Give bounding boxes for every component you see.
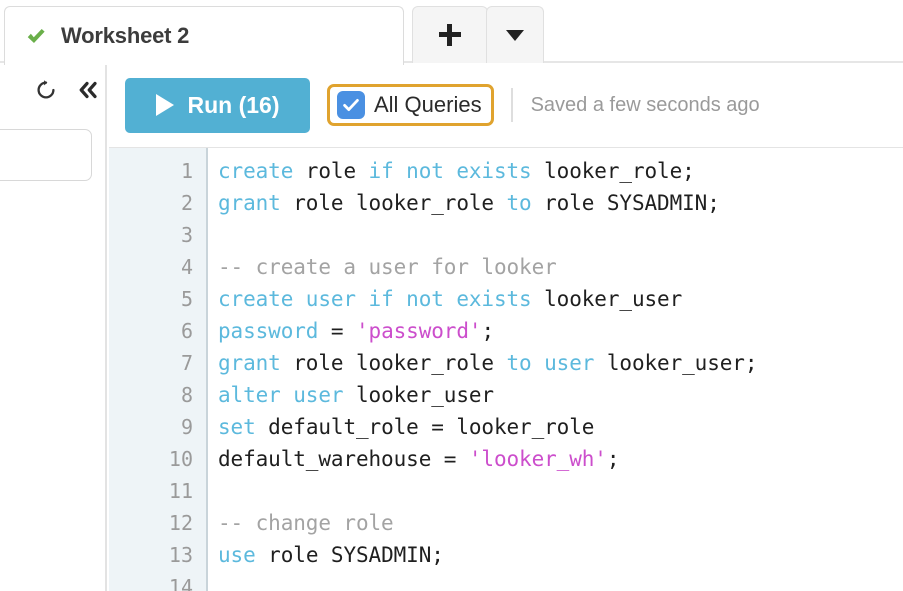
line-number: 5 (180, 287, 193, 311)
code-token-kw: grant (218, 191, 281, 215)
code-line[interactable]: grant role looker_role to role SYSADMIN; (218, 187, 903, 219)
code-token-pl: = (318, 319, 356, 343)
left-sidebar (0, 63, 107, 591)
line-number: 8 (180, 383, 193, 407)
editor-pane: Run (16) All Queries Saved a few seconds… (109, 63, 903, 591)
code-line[interactable]: -- create a user for looker (218, 251, 903, 283)
code-token-pl: looker_user (343, 383, 494, 407)
line-number: 13 (168, 543, 193, 567)
code-line[interactable]: -- change role (218, 507, 903, 539)
line-number: 7 (180, 351, 193, 375)
code-line[interactable]: create role if not exists looker_role; (218, 155, 903, 187)
code-token-kw: to user (506, 351, 595, 375)
code-token-cmt: -- create a user for looker (218, 255, 557, 279)
tab-title: Worksheet 2 (61, 23, 190, 48)
all-queries-label: All Queries (374, 92, 482, 117)
code-token-kw: use (218, 543, 256, 567)
code-token-kw: if not exists (368, 159, 532, 183)
code-line[interactable]: set default_role = looker_role (218, 411, 903, 443)
tab-bar: Worksheet 2 (0, 0, 903, 65)
sidebar-search-input[interactable] (0, 129, 92, 181)
editor-toolbar: Run (16) All Queries Saved a few seconds… (109, 63, 903, 148)
sidebar-icon-row (33, 77, 101, 103)
code-token-kw: alter user (218, 383, 344, 407)
line-number: 14 (168, 575, 193, 591)
run-button[interactable]: Run (16) (125, 77, 310, 133)
code-token-str: 'looker_wh' (468, 447, 607, 471)
code-token-pl: looker_user; (594, 351, 758, 375)
code-token-kw: to (506, 191, 532, 215)
chevron-down-icon (506, 29, 524, 41)
code-token-kw: create (218, 159, 294, 183)
add-worksheet-button[interactable] (412, 6, 488, 63)
code-token-str: 'password' (356, 319, 482, 343)
code-line[interactable]: password = 'password'; (218, 315, 903, 347)
code-token-pl (356, 287, 369, 311)
code-token-kw: password (218, 319, 319, 343)
checkmark-icon (343, 99, 359, 111)
code-token-kw: set (218, 415, 256, 439)
code-line[interactable] (218, 475, 903, 507)
green-check-icon (27, 29, 45, 43)
code-line[interactable]: grant role looker_role to user looker_us… (218, 347, 903, 379)
line-number: 1 (180, 159, 193, 183)
code-line[interactable]: alter user looker_user (218, 379, 903, 411)
code-content[interactable]: create role if not exists looker_role;gr… (208, 148, 903, 591)
worksheet-menu-button[interactable] (486, 6, 544, 63)
code-line[interactable]: use role SYSADMIN; (218, 539, 903, 571)
code-token-kw: grant (218, 351, 281, 375)
code-token-cmt: -- change role (218, 511, 394, 535)
all-queries-checkbox[interactable] (337, 91, 365, 119)
play-icon (155, 94, 174, 116)
saved-status-text: Saved a few seconds ago (530, 93, 760, 116)
code-token-pl: looker_user (531, 287, 683, 311)
line-number: 4 (180, 255, 193, 279)
toolbar-divider (510, 88, 513, 122)
line-number: 6 (180, 319, 193, 343)
line-number: 10 (168, 447, 193, 471)
code-token-pl: role looker_role (280, 351, 507, 375)
code-line[interactable] (218, 571, 903, 591)
code-token-pl: role SYSADMIN; (255, 543, 444, 567)
tab-worksheet-2[interactable]: Worksheet 2 (4, 6, 404, 65)
plus-icon (439, 24, 461, 46)
run-button-label: Run (16) (187, 91, 280, 118)
code-token-pl: default_role = looker_role (255, 415, 595, 439)
double-chevron-left-icon (79, 81, 97, 99)
refresh-button[interactable] (33, 77, 59, 103)
line-number: 2 (180, 191, 193, 215)
line-number: 9 (180, 415, 193, 439)
code-line[interactable] (218, 219, 903, 251)
code-token-pl: role looker_role (280, 191, 507, 215)
code-token-kw: if not exists (368, 287, 532, 311)
collapse-sidebar-button[interactable] (75, 77, 101, 103)
code-token-kw: create user (218, 287, 356, 311)
line-number: 12 (168, 511, 193, 535)
code-token-pl: ; (606, 447, 620, 471)
code-token-pl: ; (481, 319, 494, 343)
code-line[interactable]: default_warehouse = 'looker_wh'; (218, 443, 903, 475)
code-token-pl: default_warehouse = (218, 447, 469, 471)
code-token-pl: role (293, 159, 369, 183)
code-token-pl: role SYSADMIN; (531, 191, 720, 215)
code-line[interactable]: create user if not exists looker_user (218, 283, 903, 315)
all-queries-checkbox-group[interactable]: All Queries (327, 84, 494, 126)
line-number: 3 (180, 223, 193, 247)
line-number: 11 (168, 479, 193, 503)
refresh-icon (37, 80, 55, 99)
code-token-pl: looker_role; (531, 159, 695, 183)
